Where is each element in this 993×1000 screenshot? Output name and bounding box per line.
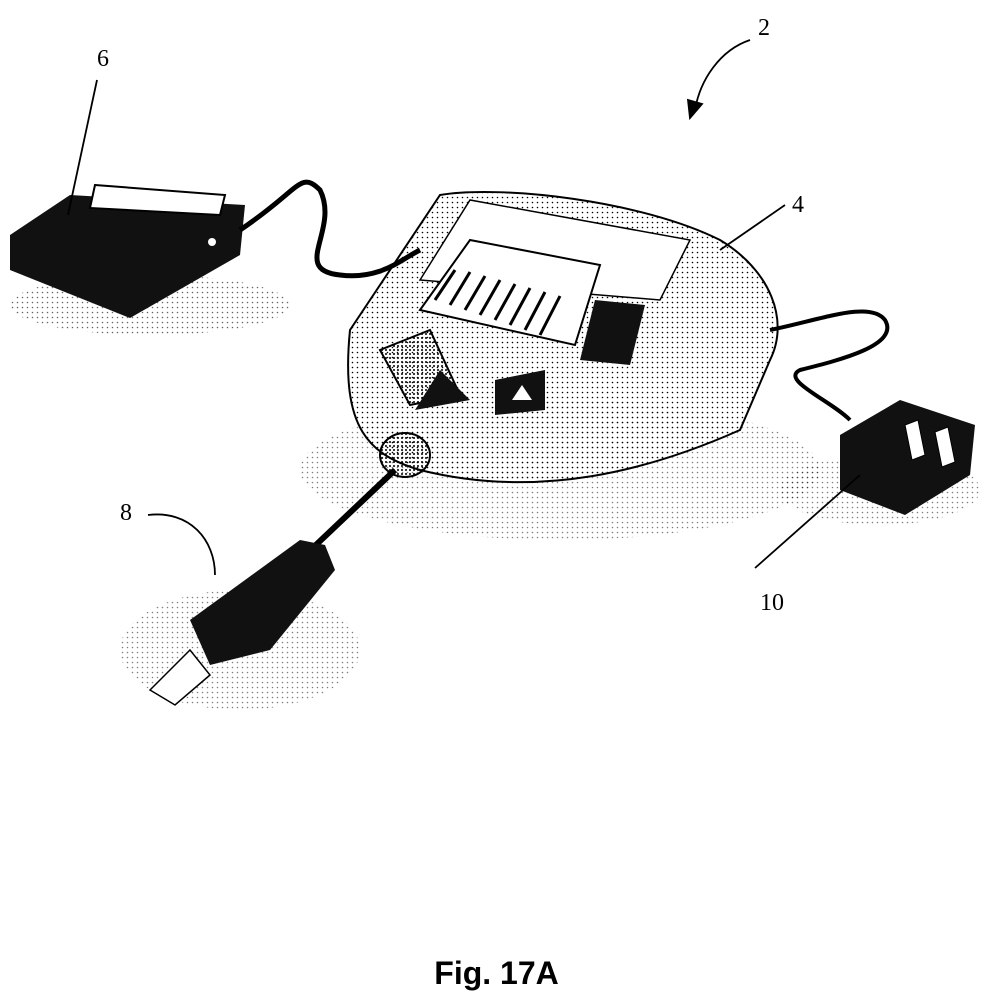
leader-lines	[67, 39, 861, 576]
figure-caption: Fig. 17A	[434, 955, 559, 991]
handpiece	[148, 432, 431, 706]
label-foot-pedal: 6	[97, 46, 109, 72]
foot-pedal	[10, 183, 245, 318]
label-handpiece: 8	[120, 500, 132, 526]
base-unit	[347, 191, 779, 484]
label-base-unit: 4	[792, 192, 804, 218]
adapter-cable	[769, 309, 890, 422]
power-adapter	[840, 400, 975, 515]
label-power-adapter: 10	[760, 590, 784, 616]
label-system: 2	[758, 15, 770, 41]
pedal-cable	[238, 179, 422, 279]
